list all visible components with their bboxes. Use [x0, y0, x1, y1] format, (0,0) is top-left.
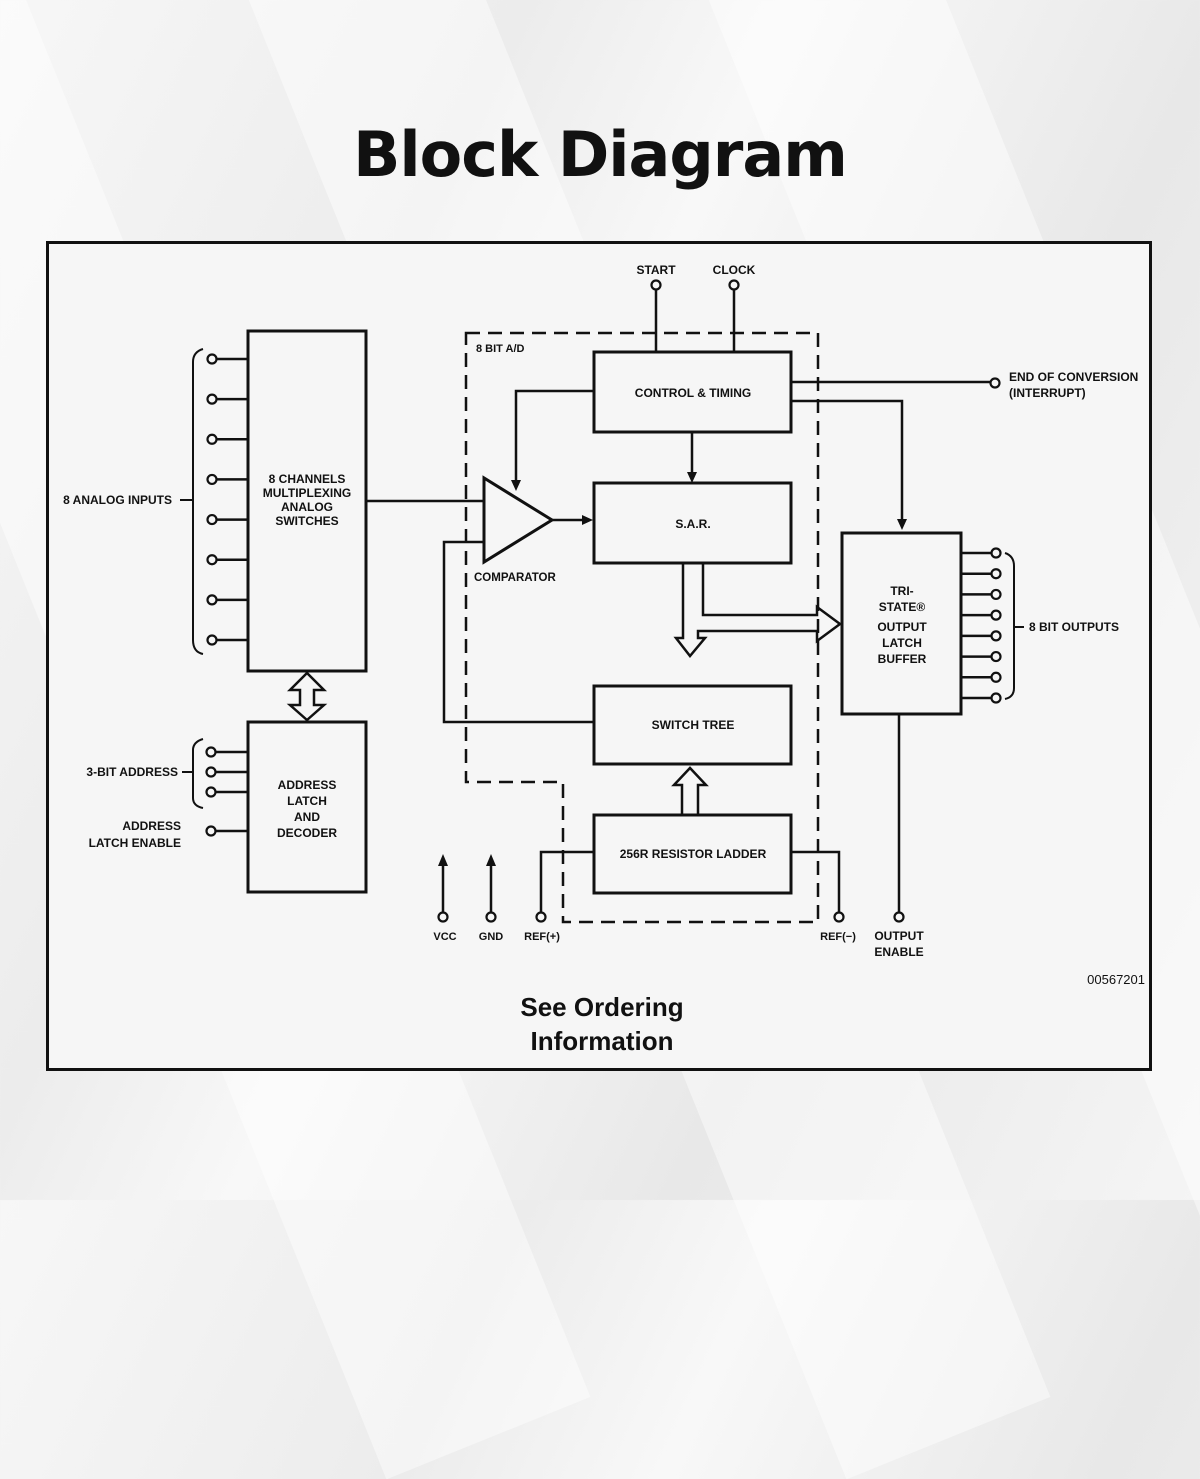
gnd-pin [485, 911, 497, 923]
analog-input-pin [206, 513, 218, 526]
ordering-note-line-2: Information [531, 1026, 674, 1056]
output-enable-label-1: OUTPUT [874, 929, 924, 943]
sar-label: S.A.R. [675, 517, 710, 531]
comparator-label: COMPARATOR [474, 572, 556, 584]
ale-label-1: ADDRESS [122, 819, 181, 833]
output-latch-buffer-block [840, 531, 963, 716]
start-label: START [636, 263, 676, 277]
analog-inputs-brace [192, 348, 204, 655]
ref-plus-wire [539, 850, 594, 912]
decoder-label-2: LATCH [287, 794, 327, 808]
address-label: 3-BIT ADDRESS [86, 765, 178, 779]
eoc-pin [989, 377, 1001, 389]
arrowhead-icon [486, 854, 496, 866]
buffer-label-5: BUFFER [878, 652, 927, 666]
resistor-ladder-label: 256R RESISTOR LADDER [620, 847, 767, 861]
output-enable-label-2: ENABLE [874, 945, 923, 959]
ale-label-2: LATCH ENABLE [89, 836, 181, 850]
arrowhead-icon [511, 480, 521, 491]
figure-number: 00567201 [1087, 972, 1145, 987]
ref-minus-pin [833, 911, 845, 923]
ref-minus-wire [791, 850, 841, 912]
output-bit-pin [990, 692, 1002, 704]
adc-group-label: 8 BIT A/D [476, 343, 525, 355]
ale-pin [205, 825, 217, 837]
ref-minus-label: REF(−) [820, 931, 856, 943]
sar-bus-arrow [673, 563, 843, 658]
output-pins [961, 547, 1002, 704]
block-diagram: 8 BIT A/D 8 CHANNELS MULTIPLEXING ANALOG… [63, 263, 1145, 1056]
outputs-brace [1004, 552, 1015, 700]
buffer-label-1: TRI- [890, 584, 913, 598]
eoc-label-2: (INTERRUPT) [1009, 386, 1086, 400]
output-bit-pin [990, 650, 1002, 663]
buffer-label-2: STATE® [879, 600, 926, 614]
analog-input-pin [206, 473, 218, 486]
output-bit-pin [990, 630, 1002, 642]
address-pins [205, 746, 248, 798]
adc-boundary [464, 331, 820, 924]
mux-decoder-bidirectional-arrow [286, 671, 328, 722]
clock-label: CLOCK [713, 263, 756, 277]
outputs-label: 8 BIT OUTPUTS [1029, 620, 1119, 634]
mux-label-1: 8 CHANNELS [269, 472, 346, 486]
arrowhead-icon [582, 515, 593, 525]
arrowhead-icon [687, 472, 697, 483]
eoc-label-1: END OF CONVERSION [1009, 370, 1138, 384]
arrowhead-icon [897, 519, 907, 530]
clock-pin [728, 279, 740, 291]
switch-tree-feedback-wire [442, 540, 593, 724]
analog-input-pin [206, 634, 218, 646]
switch-tree-label: SWITCH TREE [652, 718, 735, 732]
arrowhead-icon [438, 854, 448, 866]
output-bit-pin [990, 671, 1002, 683]
output-bit-pin [990, 609, 1002, 621]
resistor-ladder-block [592, 813, 793, 895]
mux-label-3: ANALOG [281, 500, 333, 514]
ordering-note-line-1: See Ordering [520, 992, 683, 1022]
start-pin [650, 279, 662, 291]
decoder-label-3: AND [294, 810, 320, 824]
control-timing-label: CONTROL & TIMING [635, 386, 751, 400]
analog-inputs-label: 8 ANALOG INPUTS [63, 493, 172, 507]
vcc-label: VCC [433, 931, 456, 943]
gnd-label: GND [479, 931, 504, 943]
output-enable-pin [893, 911, 905, 923]
switch-tree-block [592, 684, 793, 766]
analog-input-pin [206, 554, 218, 566]
decoder-label-1: ADDRESS [278, 778, 337, 792]
analog-input-pin [206, 594, 218, 606]
page-title: Block Diagram [353, 118, 848, 191]
buffer-label-3: OUTPUT [877, 620, 927, 634]
mux-label-4: SWITCHES [275, 514, 338, 528]
vcc-pin [437, 911, 449, 923]
buffer-label-4: LATCH [882, 636, 922, 650]
control-to-buffer-wire [791, 399, 904, 520]
address-bit-pin [205, 746, 217, 758]
sar-block [592, 481, 793, 565]
address-latch-decoder-block [246, 720, 368, 894]
ref-plus-label: REF(+) [524, 931, 560, 943]
address-brace [192, 738, 204, 809]
analog-input-pin [206, 393, 218, 405]
analog-input-pins [206, 353, 248, 646]
control-to-comparator-wire [514, 389, 594, 482]
analog-input-pin [206, 353, 218, 365]
decoder-label-4: DECODER [277, 826, 337, 840]
analog-input-pin [206, 433, 218, 445]
output-bit-pin [990, 588, 1002, 601]
output-bit-pin [990, 547, 1002, 559]
ref-plus-pin [535, 911, 547, 923]
address-bit-pin [205, 786, 217, 798]
mux-label-2: MULTIPLEXING [263, 486, 351, 500]
ladder-bus-arrow [671, 766, 709, 815]
output-bit-pin [990, 568, 1002, 580]
comparator-symbol [482, 475, 555, 565]
address-bit-pin [205, 766, 217, 778]
